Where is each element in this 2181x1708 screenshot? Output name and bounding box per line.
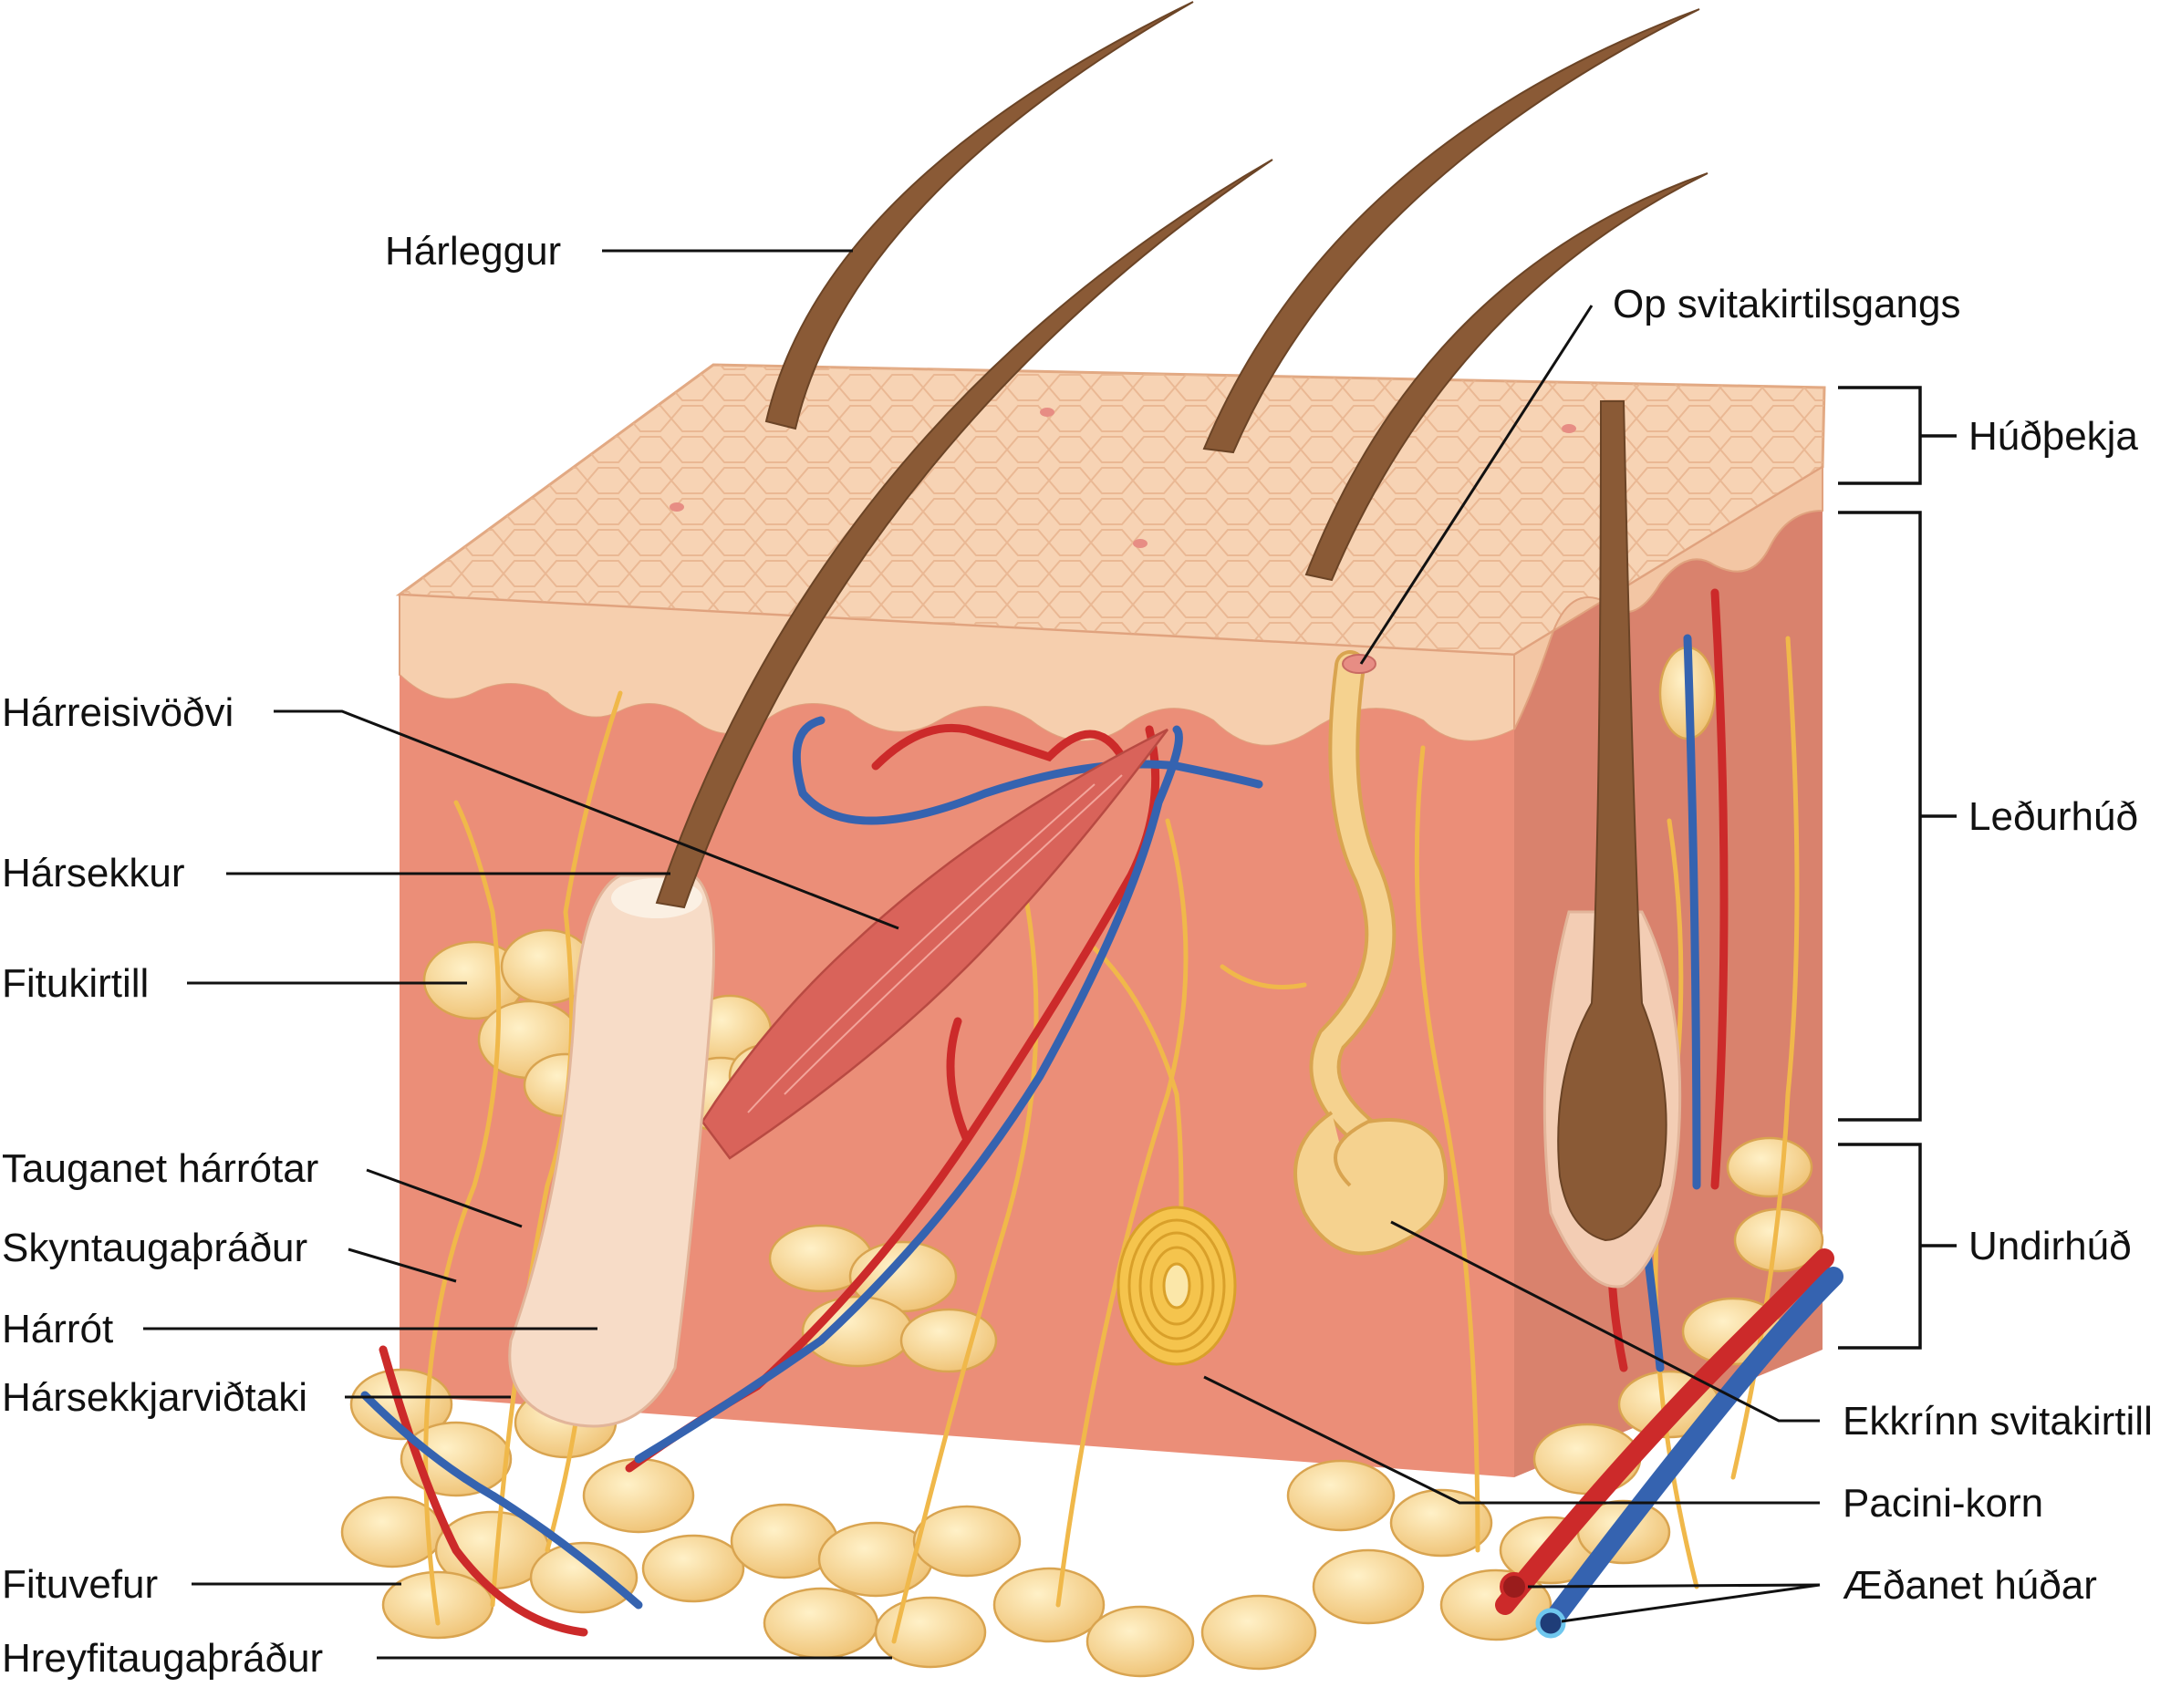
label-hair-root: Hárrót: [2, 1307, 113, 1351]
label-sweat-pore: Op svitakirtilsgangs: [1613, 282, 1960, 326]
pacinian-corpuscle: [1116, 1206, 1237, 1366]
label-dermis: Leðurhúð: [1968, 794, 2138, 839]
label-hair-follicle: Hársekkur: [2, 851, 185, 895]
arrector-pili-muscle: [701, 728, 1168, 1160]
diagram-labels: Hárleggur Op svitakirtilsgangs Húðþekja …: [2, 229, 2153, 1681]
label-hair-follicle-receptor: Hársekkjarviðtaki: [2, 1375, 307, 1420]
label-motor-nerve: Hreyfitaugaþráður: [2, 1636, 323, 1681]
hair-follicle-left: [508, 874, 715, 1428]
skin-surface-cells: [400, 365, 1824, 655]
epidermis-side: [1513, 465, 1823, 730]
leader-lines: [143, 249, 1821, 1660]
label-hypodermis: Undirhúð: [1968, 1224, 2132, 1268]
skin-pores: [670, 408, 1576, 548]
layer-brackets: [1838, 386, 1957, 1350]
label-sebaceous-gland: Fitukirtill: [2, 961, 149, 1006]
eccrine-sweat-gland: [1293, 650, 1448, 1256]
label-hair-shaft: Hárleggur: [385, 229, 561, 274]
label-arrector-pili: Hárreisivöðvi: [2, 690, 234, 735]
label-sensory-nerve: Skyntaugaþráður: [2, 1226, 307, 1270]
hair-shafts: [655, 1, 1708, 909]
hair-follicle-right: [1542, 400, 1682, 1289]
label-pacinian-corpuscle: Pacini-korn: [1843, 1481, 2043, 1526]
fat-tissue: [340, 1136, 1824, 1678]
label-cutaneous-vascular-plexus: Æðanet húðar: [1843, 1563, 2097, 1608]
label-hair-root-plexus: Tauganet hárrótar: [2, 1146, 318, 1191]
vessel-openings: [1500, 1572, 1566, 1639]
label-epidermis: Húðþekja: [1968, 414, 2138, 459]
label-adipose-tissue: Fituvefur: [2, 1562, 158, 1607]
label-eccrine-sweat-gland: Ekkrínn svitakirtill: [1843, 1399, 2153, 1444]
